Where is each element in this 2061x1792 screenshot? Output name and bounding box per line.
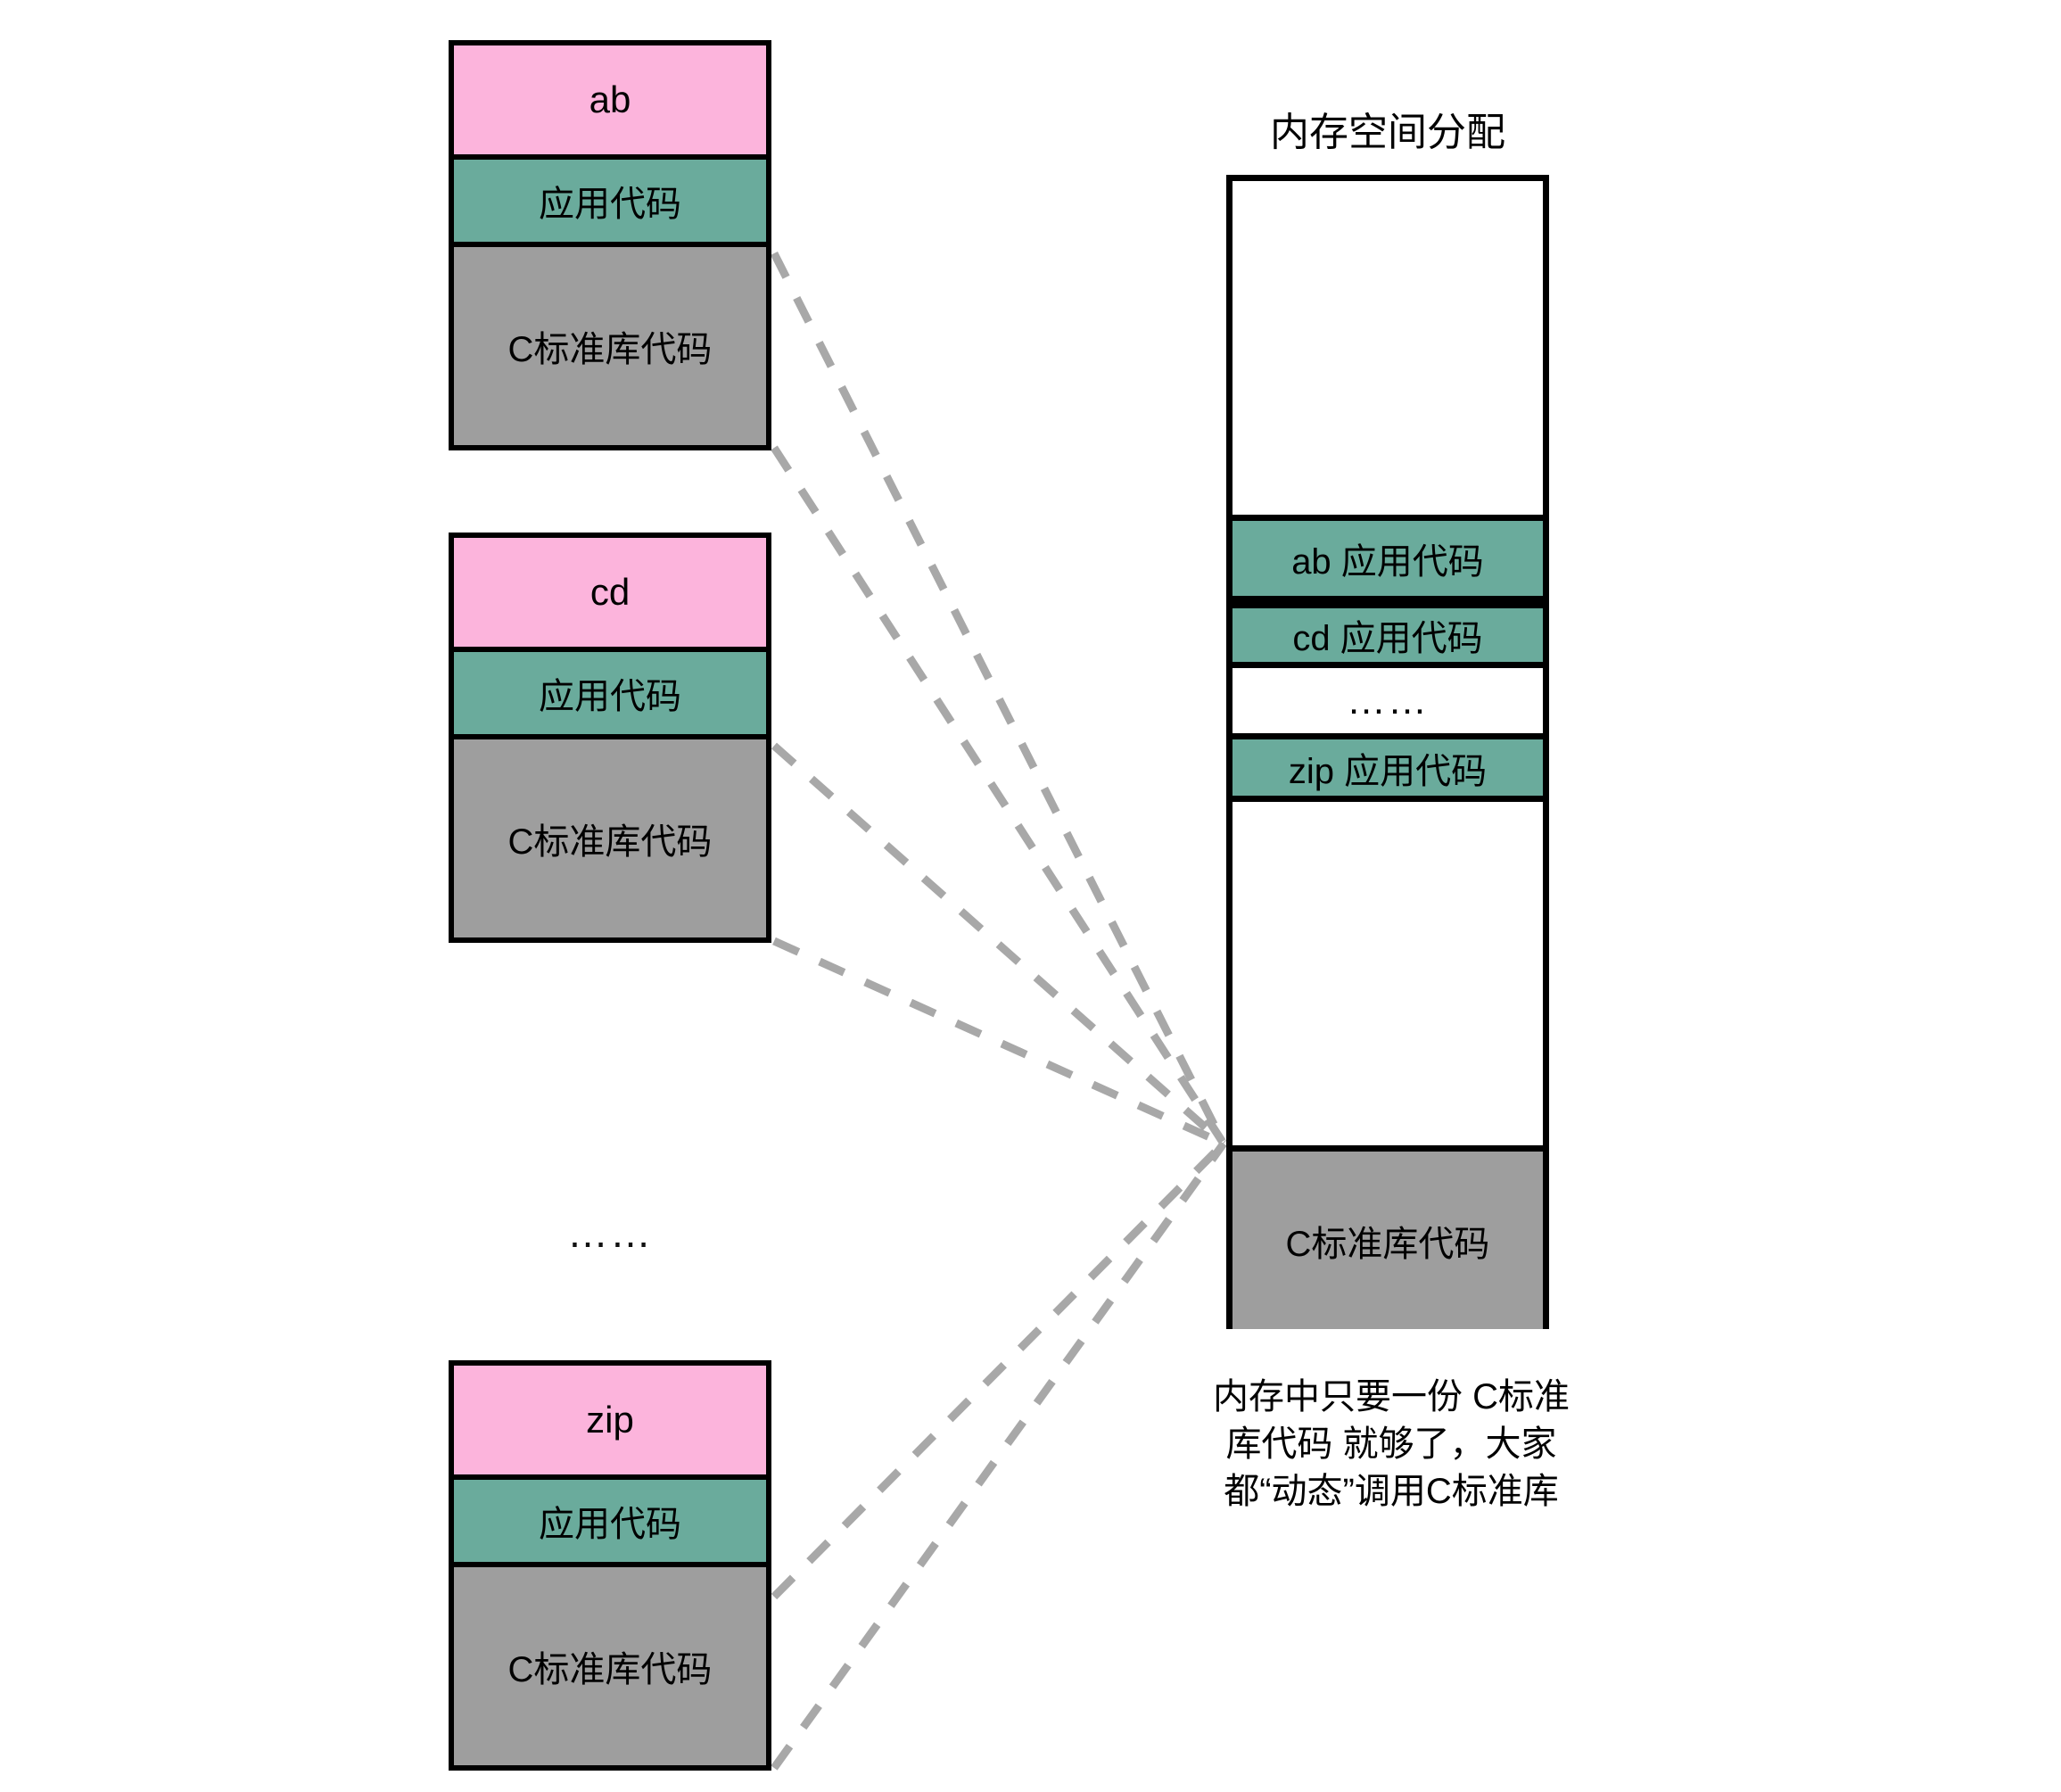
memory-space-box: ab 应用代码 cd 应用代码 …… zip 应用代码 C标准库代码 [1226, 175, 1549, 1329]
program-name-zip: zip [454, 1366, 766, 1480]
program-app-code-cd: 应用代码 [454, 652, 766, 739]
program-lib-code-ab: C标准库代码 [454, 247, 766, 445]
memory-app-ab: ab 应用代码 [1232, 515, 1543, 602]
program-name-ab: ab [454, 45, 766, 160]
memory-ellipsis: …… [1232, 668, 1543, 733]
program-app-code-ab: 应用代码 [454, 160, 766, 247]
program-name-cd: cd [454, 538, 766, 652]
program-block-zip: zip 应用代码 C标准库代码 [449, 1360, 771, 1771]
memory-free-bottom [1232, 802, 1543, 1145]
program-list-ellipsis: …… [567, 1210, 653, 1256]
link-ab-top [770, 251, 1228, 1146]
program-lib-code-cd: C标准库代码 [454, 739, 766, 937]
memory-app-zip: zip 应用代码 [1232, 733, 1543, 802]
memory-app-cd: cd 应用代码 [1232, 602, 1543, 668]
link-zip-bot [771, 1141, 1227, 1771]
memory-title: 内存空间分配 [1270, 111, 1505, 154]
link-ab-bot [771, 445, 1227, 1146]
program-app-code-zip: 应用代码 [454, 1480, 766, 1567]
memory-lib-code: C标准库代码 [1232, 1145, 1543, 1329]
link-cd-bot [772, 937, 1225, 1148]
memory-caption: 内存中只要一份 C标准 库代码 就够了，大家 都“动态”调用C标准库 [1213, 1377, 1570, 1511]
memory-free-top [1232, 181, 1543, 515]
program-block-ab: ab 应用代码 C标准库代码 [449, 40, 771, 450]
program-block-cd: cd 应用代码 C标准库代码 [449, 533, 771, 943]
link-cd-top [771, 742, 1226, 1147]
link-zip-top [771, 1140, 1227, 1600]
program-lib-code-zip: C标准库代码 [454, 1567, 766, 1765]
